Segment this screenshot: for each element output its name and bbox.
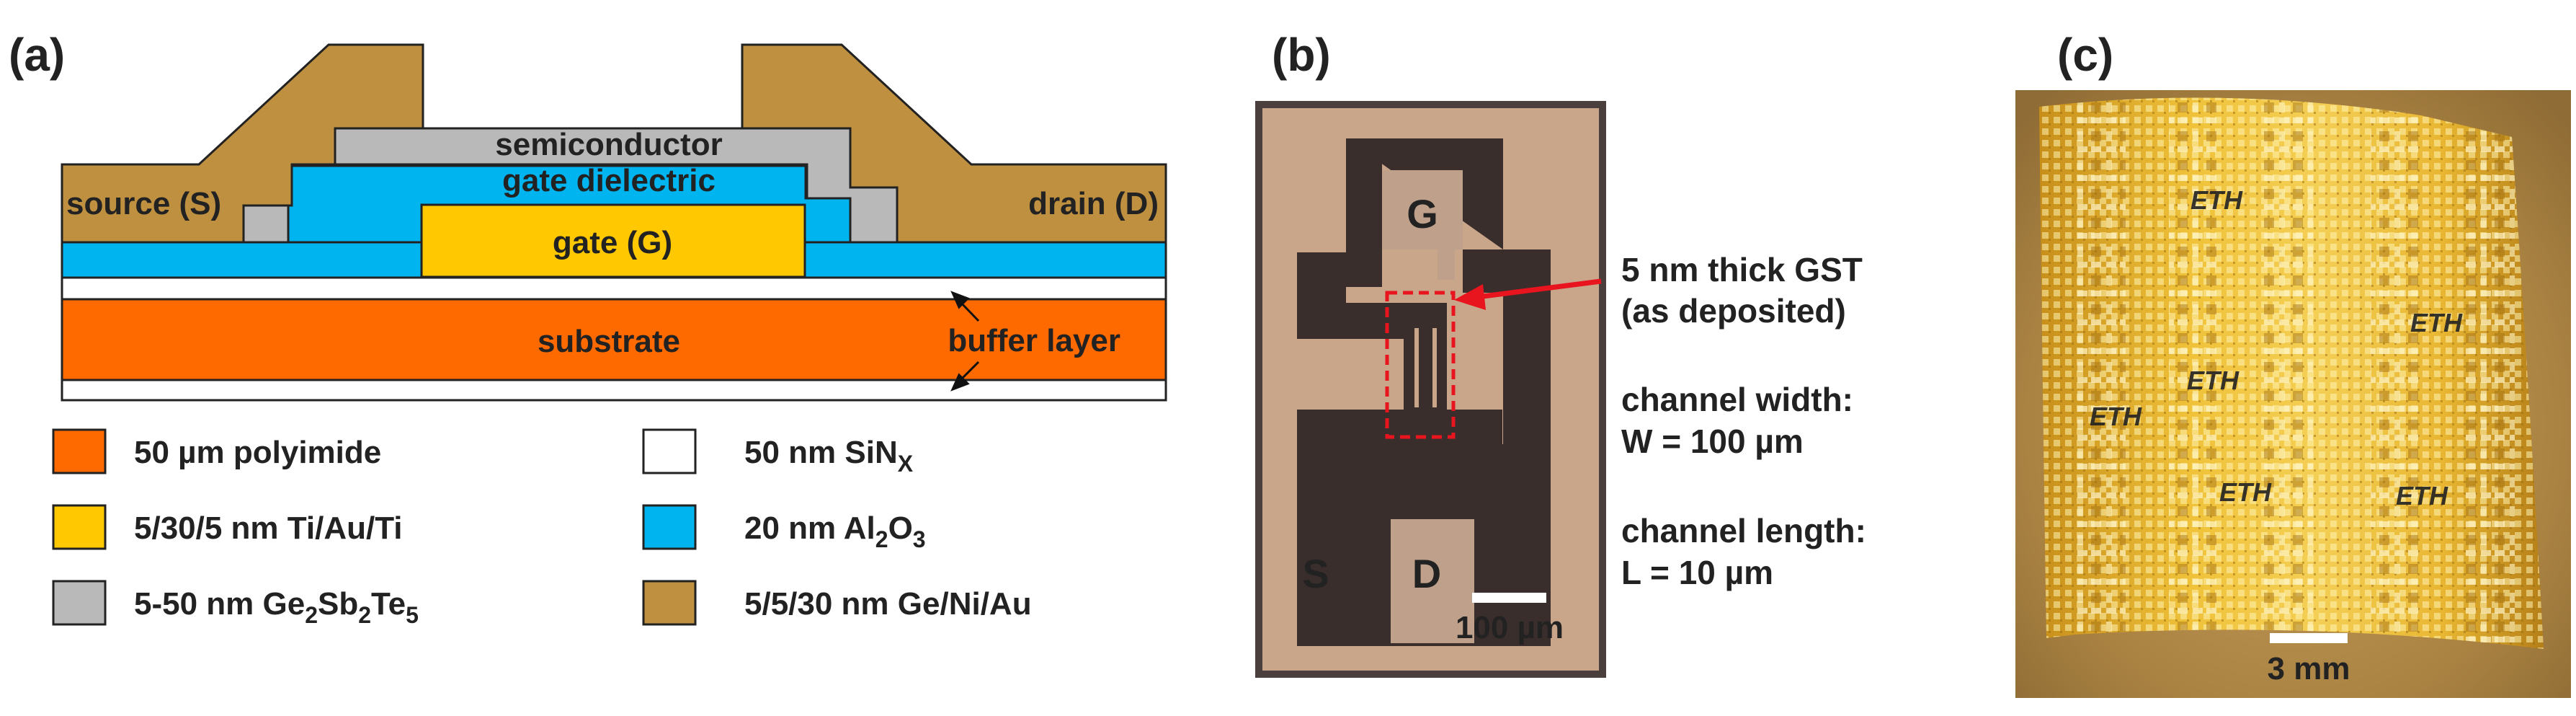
eth-logo-1: ETH (2191, 185, 2243, 215)
drain-contact (741, 43, 1167, 244)
gate-electrode (420, 203, 806, 278)
legend-swatch-gst (52, 580, 107, 626)
panel-label-c: (c) (2057, 29, 2113, 81)
legend-swatch-gate-metal (52, 504, 107, 550)
legend: 50 µm polyimide 5/30/5 nm Ti/Au/Ti 5-50 … (52, 428, 1032, 628)
gst-arrow (1454, 278, 1602, 310)
flexible-sample-photo: ETH ETH ETH ETH ETH ETH 3 mm (2015, 90, 2571, 698)
drain-wiring (1467, 249, 1551, 646)
buffer-arrow-up (950, 291, 980, 322)
eth-logo-4: ETH (2410, 308, 2463, 337)
annotation-length-line2: L = 10 µm (1621, 554, 1773, 591)
scale-text-b: 100 µm (1456, 610, 1564, 645)
legend-text-gst: 5-50 nm Ge2Sb2Te5 (134, 586, 419, 628)
channel-highlight-box (1385, 291, 1456, 439)
drain-label: drain (D) (1028, 186, 1159, 221)
source-connector (1346, 480, 1388, 646)
source-pad (1297, 480, 1355, 646)
legend-swatch-alumina (642, 504, 697, 550)
annotation-width-line2: W = 100 µm (1621, 423, 1804, 460)
annotation-gst-line1: 5 nm thick GST (1621, 251, 1863, 288)
device-column-1 (2075, 97, 2126, 649)
source-wiring (1297, 252, 1405, 339)
source-bar (1297, 410, 1502, 480)
pad-label-s: S (1302, 551, 1329, 596)
legend-swatch-contact (642, 580, 697, 626)
device-column-3 (2263, 97, 2313, 649)
legend-text-alumina: 20 nm Al2O3 (744, 511, 926, 552)
gate-dielectric-label: gate dielectric (502, 163, 716, 198)
legend-swatch-sin (642, 428, 697, 474)
legend-text-gate-metal: 5/30/5 nm Ti/Au/Ti (134, 511, 403, 546)
annotation-width-line1: channel width: (1621, 381, 1853, 418)
gate-feed (1438, 249, 1455, 280)
panel-label-a: (a) (9, 29, 65, 81)
device-column-5 (2464, 97, 2515, 649)
source-contact (61, 43, 424, 244)
substrate-layer (61, 298, 1167, 381)
semiconductor-label: semiconductor (495, 127, 722, 162)
gate-label: gate (G) (553, 225, 672, 260)
device-cross-section: semiconductor gate dielectric source (S)… (61, 43, 1167, 402)
channel-region (1404, 303, 1447, 410)
pad-label-g: G (1407, 191, 1438, 237)
channel-line-right (1432, 328, 1437, 407)
annotation-length-line1: channel length: (1621, 512, 1866, 549)
eth-logo-2: ETH (2187, 366, 2239, 395)
eth-logo-5: ETH (2396, 481, 2448, 511)
channel-line-left (1414, 328, 1419, 407)
source-label: source (S) (66, 186, 221, 221)
eth-logo-6: ETH (2090, 402, 2142, 431)
buffer-layer-label: buffer layer (948, 323, 1120, 358)
scale-text-c: 3 mm (2268, 651, 2350, 686)
legend-swatch-polyimide (52, 428, 107, 474)
drain-pad-window (1391, 519, 1474, 643)
sin-layer-top (61, 276, 1167, 301)
eth-logo-3: ETH (2219, 477, 2272, 507)
buffer-arrow-down (950, 361, 980, 392)
panel-label-b: (b) (1272, 29, 1331, 81)
sin-layer-bottom (61, 379, 1167, 402)
scale-bar-b (1472, 593, 1546, 603)
annotation-gst-line2: (as deposited) (1621, 292, 1846, 330)
gate-pad-window (1382, 170, 1463, 249)
legend-text-sin: 50 nm SiNX (744, 435, 914, 477)
legend-text-contact: 5/5/30 nm Ge/Ni/Au (744, 586, 1032, 622)
legend-text-polyimide: 50 µm polyimide (134, 435, 381, 470)
micrograph: 100 µm G S D (1255, 101, 1606, 678)
scale-bar-c (2270, 633, 2348, 643)
device-column-2 (2169, 97, 2219, 649)
pad-label-d: D (1412, 551, 1441, 596)
device-column-4 (2371, 97, 2421, 649)
substrate-label: substrate (538, 324, 680, 359)
